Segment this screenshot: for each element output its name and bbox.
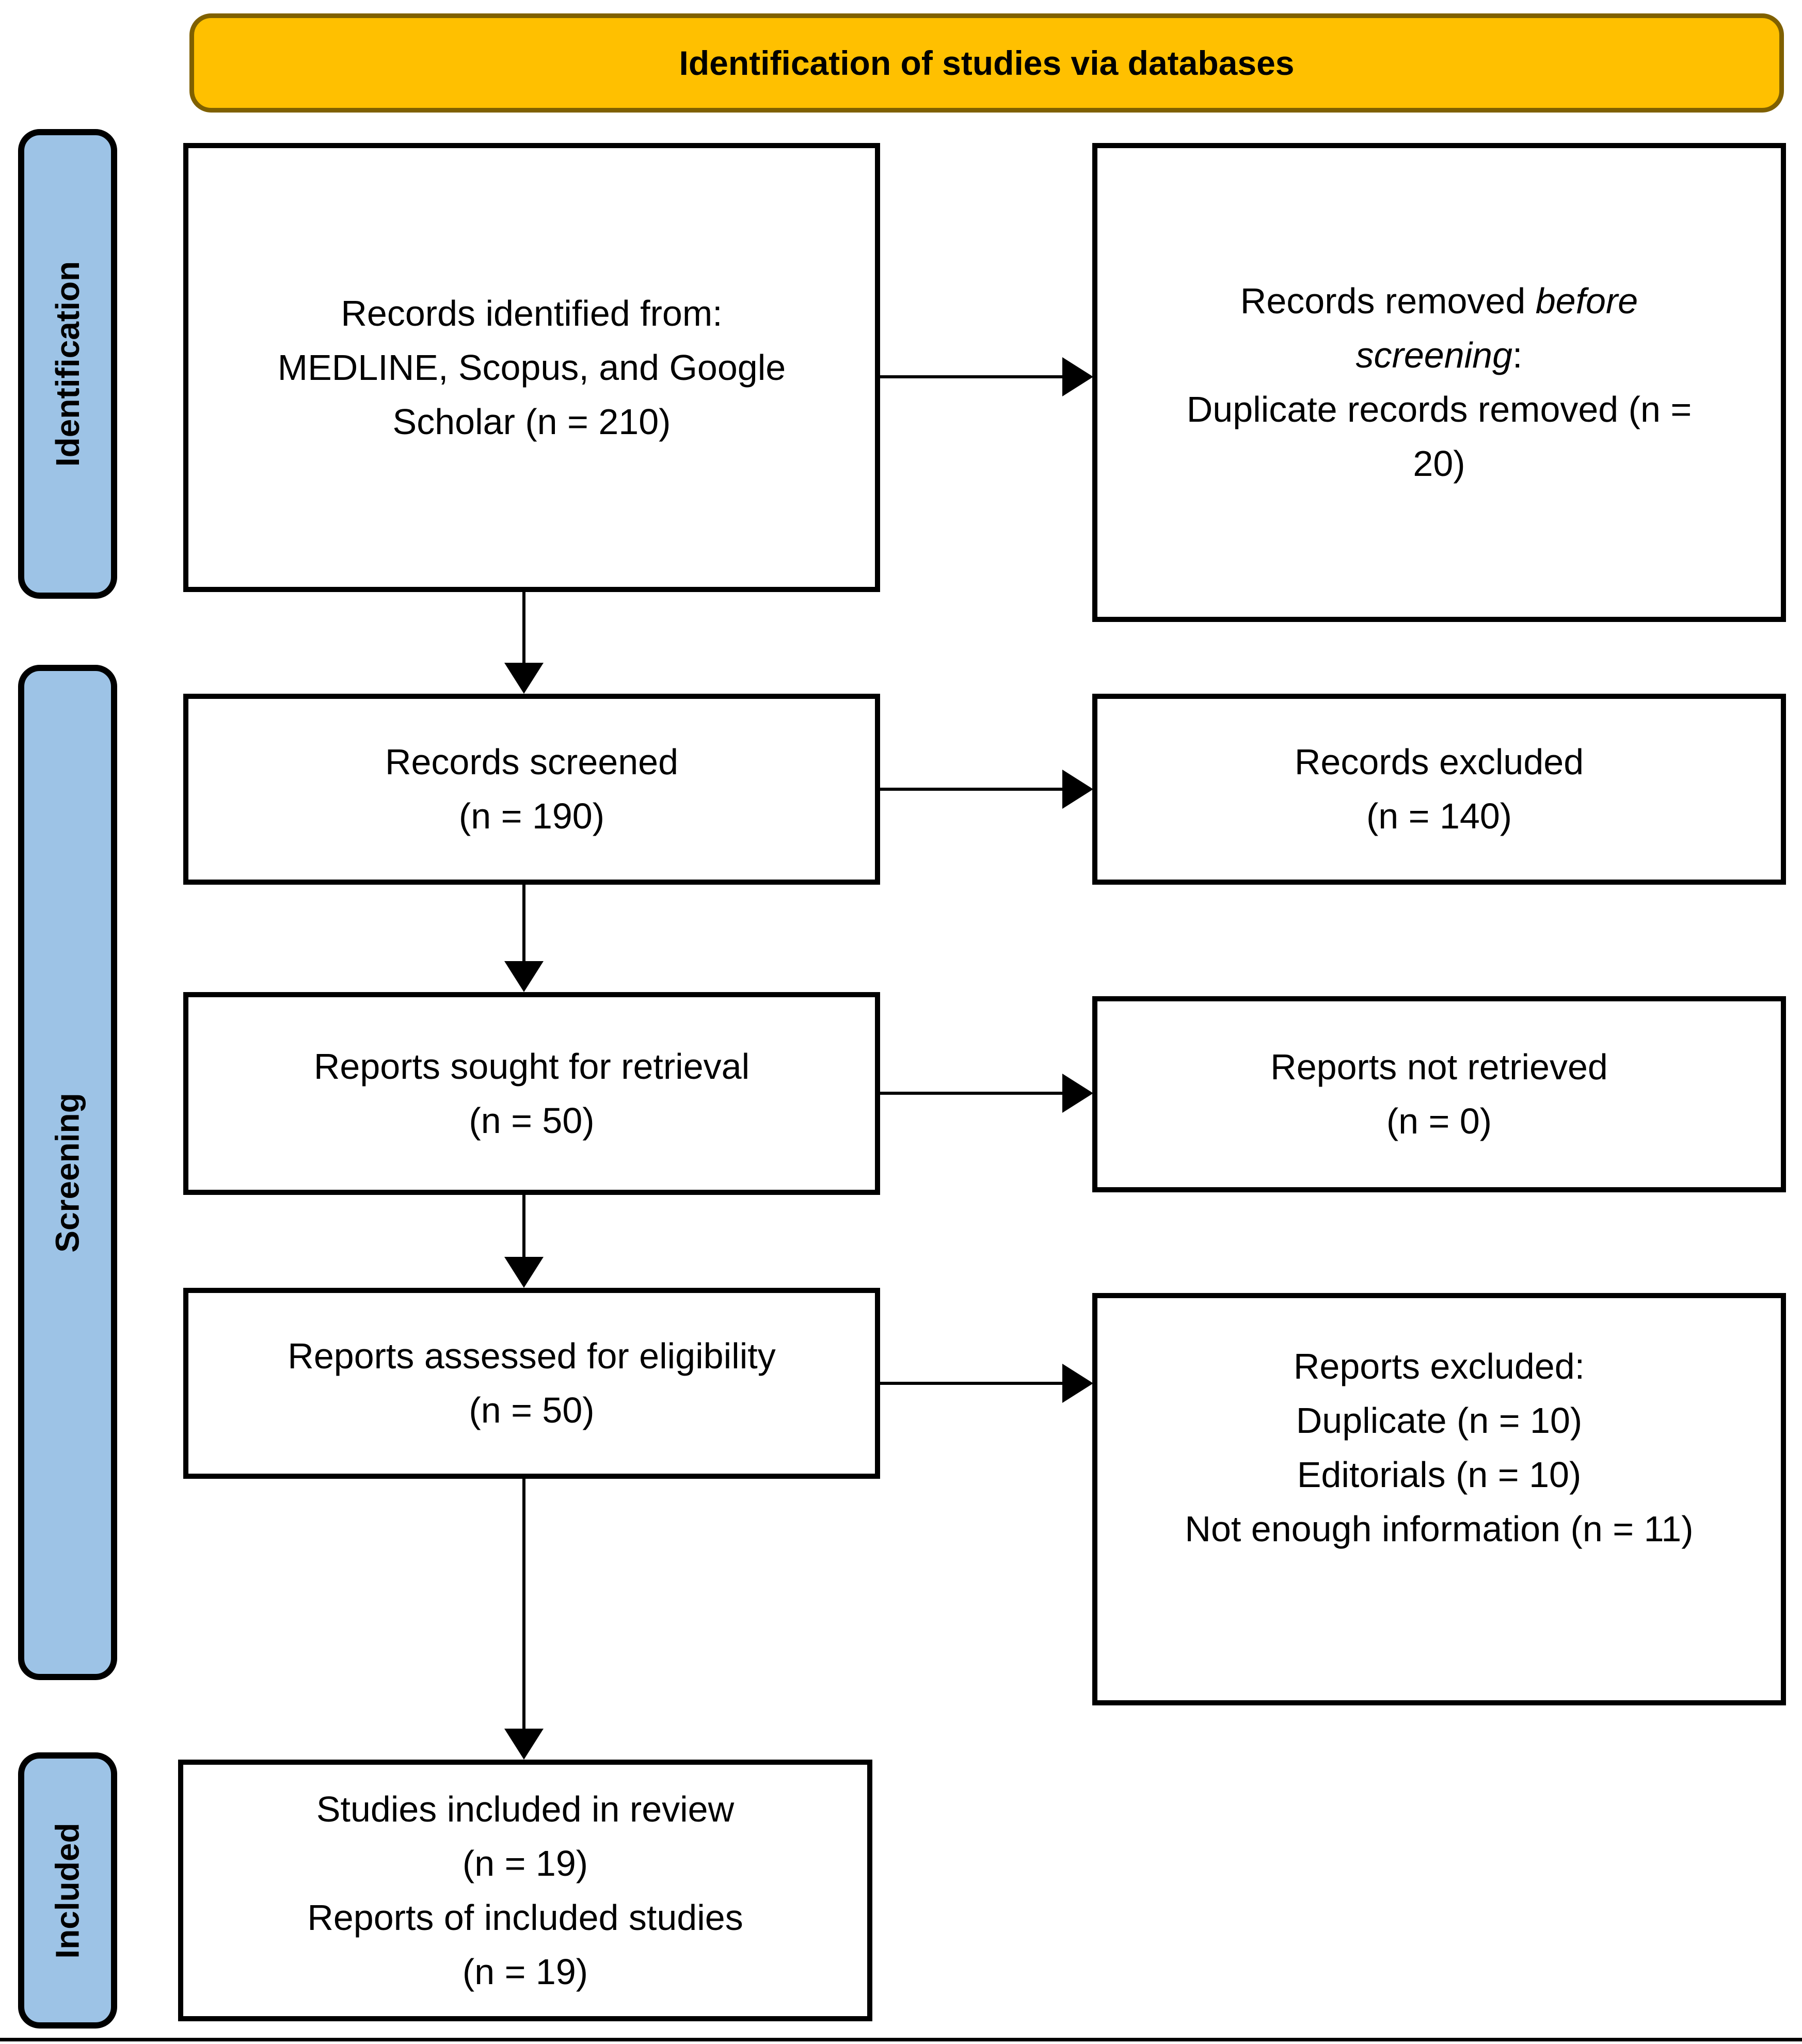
figure-bottom-rule (0, 2038, 1802, 2041)
box-records-removed-before-screening: Records removed before screening: Duplic… (1092, 143, 1786, 622)
arrow-shaft (522, 1195, 525, 1259)
arrow-shaft (522, 592, 525, 664)
box-reports-sought-text: Reports sought for retrieval (n = 50) (313, 1046, 750, 1141)
arrow-shaft (880, 788, 1063, 791)
box-records-screened-text: Records screened (n = 190) (385, 742, 679, 836)
arrow-head-icon (504, 961, 544, 992)
arrow-head-icon (1062, 1074, 1093, 1113)
arrow-shaft (880, 1092, 1063, 1095)
stage-label-identification-text: Identification (49, 261, 86, 467)
box-studies-included: Studies included in review (n = 19) Repo… (178, 1760, 872, 2021)
removed-text-normal: Records removed (1240, 281, 1536, 321)
box-reports-sought: Reports sought for retrieval (n = 50) (183, 992, 880, 1195)
box-reports-not-retrieved: Reports not retrieved (n = 0) (1092, 996, 1786, 1192)
box-records-identified: Records identified from: MEDLINE, Scopus… (183, 143, 880, 592)
box-records-excluded: Records excluded (n = 140) (1092, 694, 1786, 885)
box-reports-excluded-text: Reports excluded: Duplicate (n = 10) Edi… (1185, 1346, 1694, 1549)
arrow-head-icon (504, 663, 544, 694)
removed-text-italic: before screening (1356, 281, 1638, 375)
arrow-shaft (522, 885, 525, 963)
box-records-excluded-text: Records excluded (n = 140) (1294, 742, 1584, 836)
box-records-identified-text: Records identified from: MEDLINE, Scopus… (277, 293, 786, 442)
stage-label-screening-text: Screening (49, 1092, 86, 1253)
arrow-head-icon (1062, 770, 1093, 809)
arrow-shaft (880, 1382, 1063, 1385)
box-reports-assessed-text: Reports assessed for eligibility (n = 50… (288, 1336, 776, 1430)
box-reports-assessed: Reports assessed for eligibility (n = 50… (183, 1288, 880, 1479)
arrow-shaft (880, 375, 1063, 378)
box-studies-included-text: Studies included in review (n = 19) Repo… (307, 1788, 743, 1992)
box-reports-excluded: Reports excluded: Duplicate (n = 10) Edi… (1092, 1293, 1786, 1705)
stage-label-included: Included (18, 1752, 117, 2029)
header-title: Identification of studies via databases (679, 44, 1295, 82)
stage-label-screening: Screening (18, 665, 117, 1680)
arrow-head-icon (1062, 357, 1093, 396)
stage-label-identification: Identification (18, 129, 117, 599)
stage-label-included-text: Included (49, 1822, 86, 1959)
arrow-shaft (522, 1479, 525, 1731)
arrow-head-icon (504, 1257, 544, 1288)
box-records-screened: Records screened (n = 190) (183, 694, 880, 885)
header-banner: Identification of studies via databases (189, 13, 1784, 113)
removed-text-tail: : Duplicate records removed (n = 20) (1186, 335, 1692, 484)
box-records-removed-text: Records removed before screening: Duplic… (1187, 274, 1692, 491)
arrow-head-icon (504, 1729, 544, 1760)
arrow-head-icon (1062, 1364, 1093, 1403)
box-reports-not-retrieved-text: Reports not retrieved (n = 0) (1270, 1047, 1608, 1141)
